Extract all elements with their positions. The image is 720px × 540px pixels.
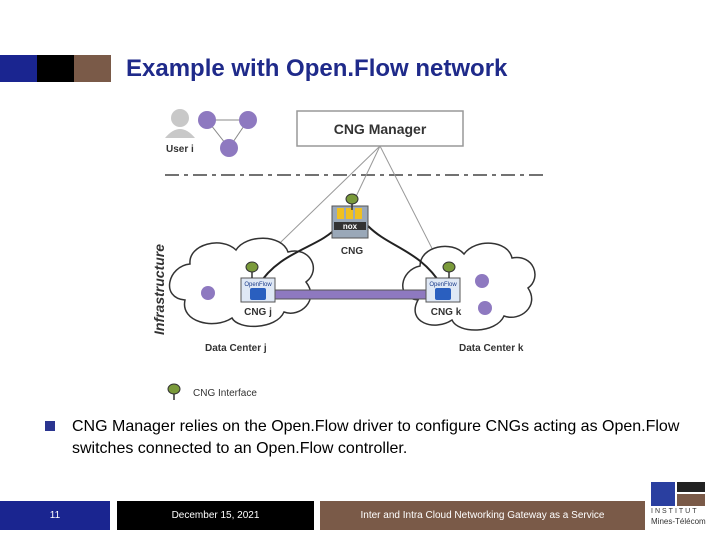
logo-mark-dark [677,482,705,492]
cng-manager-label: CNG Manager [334,121,427,137]
institut-logo: INSTITUT Mines-Télécom [649,480,709,528]
infrastructure-label: Infrastructure [151,244,167,335]
user-vm-nodes [198,111,257,157]
openflow-label-j: OpenFlow [244,282,272,288]
footer-subtitle: Inter and Intra Cloud Networking Gateway… [360,510,605,521]
footer-page-number: 11 [0,501,110,530]
page-number: 11 [49,510,61,521]
openflow-switch-k: OpenFlow [425,277,461,303]
header-bar-brown [74,55,111,82]
header-bar-blue [0,55,37,82]
footer-date: December 15, 2021 [171,510,260,521]
legend-label: CNG Interface [193,388,257,399]
cng-k-label: CNG k [431,307,462,318]
user-label: User i [166,144,194,155]
logo-mark-brown [677,494,705,506]
logo-line2: Mines-Télécom [651,517,706,526]
slide-title: Example with Open.Flow network [126,55,508,82]
nox-controller-icon: nox [331,205,369,239]
dc-k-label: Data Center k [459,343,524,354]
cloud-k [402,242,536,331]
controller-link-k [367,225,443,287]
footer-date-box: December 15, 2021 [117,501,314,530]
bullet-text: CNG Manager relies on the Open.Flow driv… [72,418,680,457]
tunnel-link [273,289,429,300]
header-bar-black [37,55,74,82]
openflow-switch-j: OpenFlow [240,277,276,303]
vm-node [475,274,489,288]
openflow-label-k: OpenFlow [429,282,457,288]
legend-interface-icon [167,383,181,401]
user-icon [165,109,195,138]
nox-label: nox [343,222,358,231]
vm-node [478,301,492,315]
cng-j-label: CNG j [244,307,272,318]
cng-label: CNG [341,246,363,257]
architecture-diagram: User i CNG Manager nox CNG OpenFlow O [151,109,547,401]
bullet-marker [45,421,55,431]
logo-mark [651,482,675,506]
logo-line1: INSTITUT [651,508,699,515]
vm-node [201,286,215,300]
cng-manager-box [296,110,464,147]
dc-j-label: Data Center j [205,343,267,354]
footer-subtitle-box: Inter and Intra Cloud Networking Gateway… [320,501,645,530]
